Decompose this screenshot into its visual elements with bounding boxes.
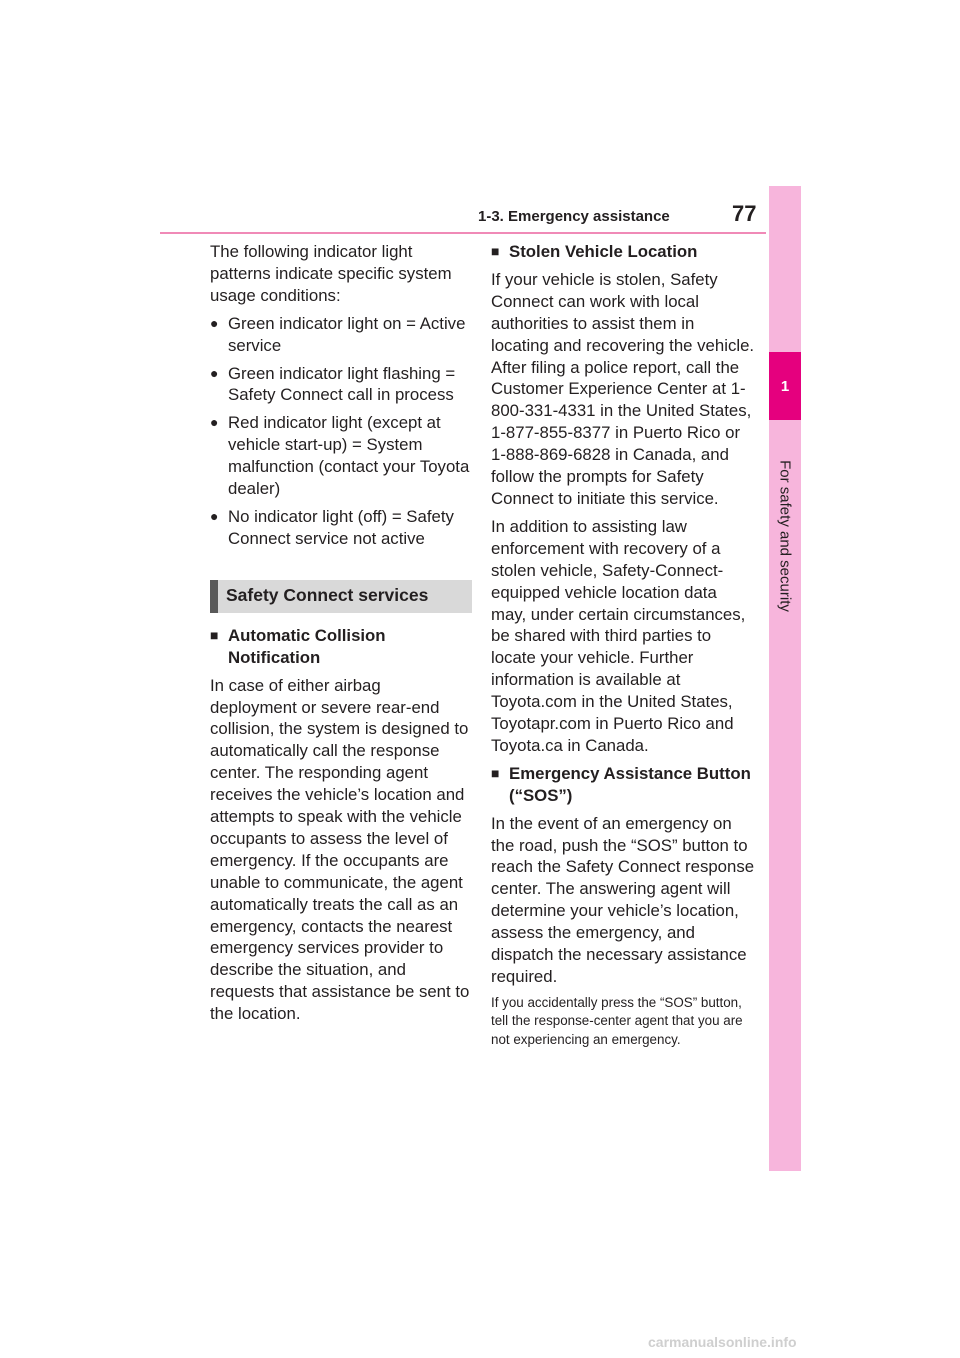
sos-paragraph: In the event of an emergency on the road… <box>491 813 755 986</box>
square-bullet-icon: ■ <box>491 764 500 781</box>
chapter-side-tab <box>769 186 801 1171</box>
stolen-vehicle-paragraph: If your vehicle is stolen, Safety Connec… <box>491 269 755 508</box>
sos-note: If you accidentally press the “SOS” butt… <box>491 994 743 1047</box>
bullet-icon: ● <box>210 507 219 524</box>
square-bullet-icon: ■ <box>491 243 500 259</box>
chapter-title-vertical: For safety and security <box>776 460 794 612</box>
bullet-icon: ● <box>210 414 219 431</box>
bullet-icon: ● <box>210 364 219 381</box>
left-column: The following indicator light patterns i… <box>210 241 472 1031</box>
watermark: carmanualsonline.info <box>648 1334 797 1350</box>
square-bullet-icon: ■ <box>210 626 219 643</box>
header-divider <box>160 232 766 234</box>
list-item: ● No indicator light (off) = Safety Conn… <box>210 506 454 548</box>
list-item: ● Red indicator light (except at vehicle… <box>210 413 470 499</box>
collision-paragraph: In case of either airbag deployment or s… <box>210 675 470 1024</box>
right-column: ■ Stolen Vehicle Location If your vehicl… <box>491 241 756 1055</box>
section-header-title: 1-3. Emergency assistance <box>478 208 670 225</box>
section-heading: Safety Connect services <box>226 585 429 606</box>
chapter-number-tab[interactable]: 1 <box>769 352 801 420</box>
bullet-icon: ● <box>210 314 219 331</box>
subheading-collision: ■ Automatic Collision Notification <box>210 625 386 667</box>
list-item: ● Green indicator light on = Active serv… <box>210 313 466 355</box>
subheading-stolen-vehicle: ■ Stolen Vehicle Location <box>491 242 698 261</box>
page-number: 77 <box>732 201 757 226</box>
list-item: ● Green indicator light flashing = Safet… <box>210 363 456 405</box>
section-heading-box: Safety Connect services <box>210 579 472 613</box>
law-enforcement-paragraph: In addition to assisting law enforcement… <box>491 516 746 755</box>
indicator-intro: The following indicator light patterns i… <box>210 242 452 305</box>
subheading-sos-button: ■ Emergency Assistance Button (“SOS”) <box>491 763 751 805</box>
